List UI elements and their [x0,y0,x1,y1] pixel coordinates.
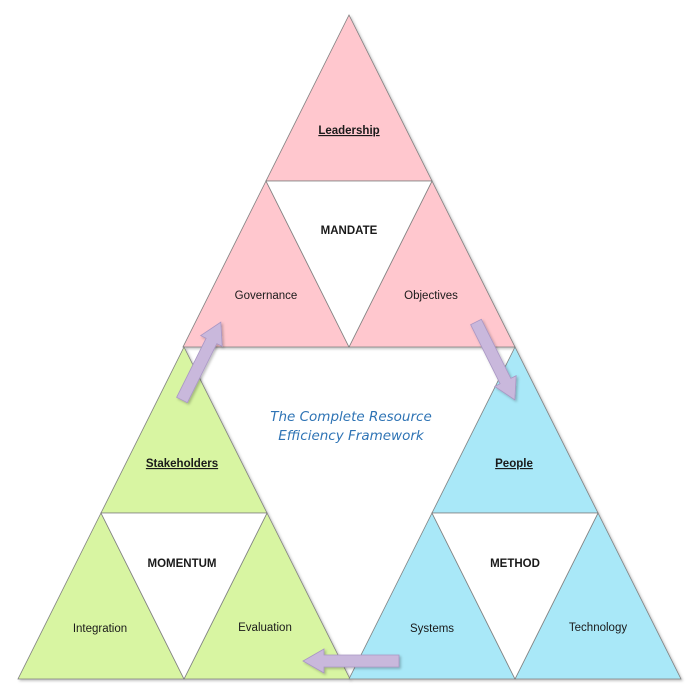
cycle-arrows [176,318,517,674]
framework-title-line2: Efficiency Framework [278,428,425,444]
label-stakeholders: Stakeholders [146,458,218,470]
stakeholders-triangle [100,346,268,514]
label-leadership: Leadership [318,125,379,137]
arrow-objectives-to-people [470,318,517,401]
label-integration: Integration [73,623,127,635]
label-people: People [495,458,533,470]
arrow-systems-to-evaluation [302,648,400,674]
label-evaluation: Evaluation [238,622,292,634]
label-technology: Technology [569,622,627,634]
people-triangle [431,346,599,514]
mandate-triangle [265,180,433,348]
label-mandate: MANDATE [321,225,378,237]
left-group [17,346,351,680]
label-systems: Systems [410,623,454,635]
method-triangle [431,512,599,680]
framework-title-line1: The Complete Resource [270,409,432,425]
leadership-triangle [265,14,433,182]
top-group [182,14,516,348]
label-momentum: MOMENTUM [148,558,217,570]
momentum-triangle [100,512,268,680]
label-objectives: Objectives [404,290,458,302]
arrow-stakeholders-to-governance [176,321,223,404]
right-group [348,346,682,680]
label-governance: Governance [235,290,298,302]
label-method: METHOD [490,558,540,570]
